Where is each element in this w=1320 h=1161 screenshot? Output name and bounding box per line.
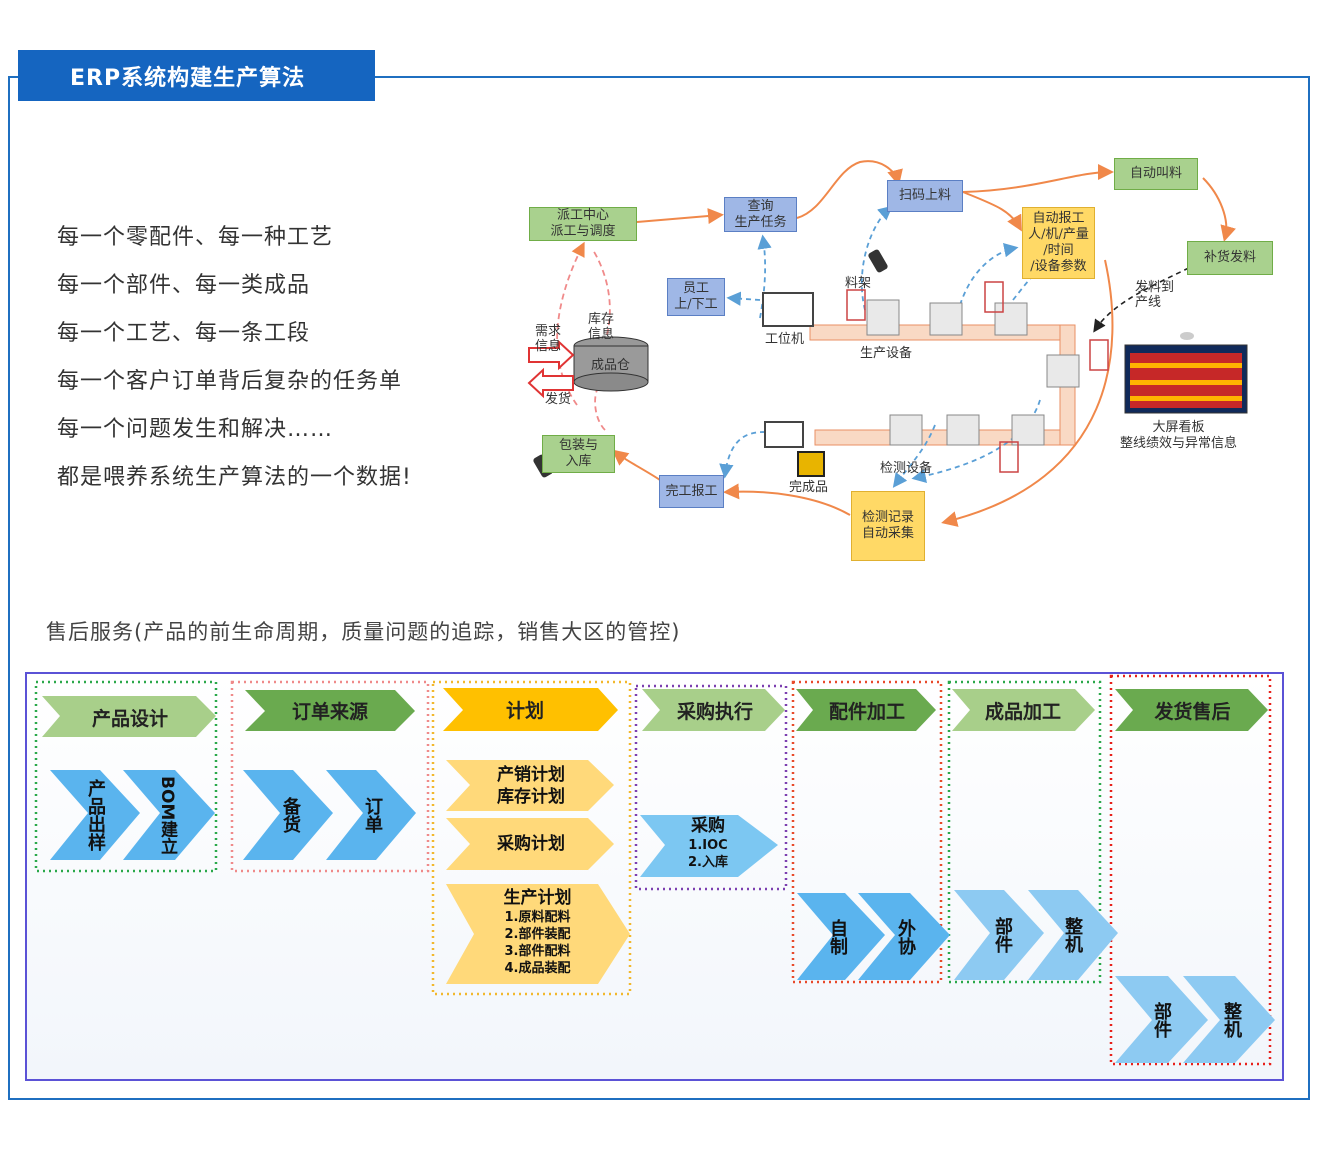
chevron-purchase: 采购 1.IOC 2.入库 [668,815,748,871]
bullet-item: 每一个工艺、每一条工段 [57,321,311,346]
production-plan-title: 生产计划 [503,888,572,908]
chevron-self-made: 自制 [827,919,848,955]
pack-store-box: 包装与 入库 [542,435,615,473]
feed-line-label: 发料到 产线 [1135,280,1175,310]
chevron-complete-machine: 整机 [1062,917,1083,953]
dispatch-center-box: 派工中心 派工与调度 [529,207,637,241]
chevron-component: 部件 [992,917,1013,953]
workstation-label: 工位机 [765,332,805,347]
section-subtitle: 售后服务(产品的前生命周期，质量问题的追踪，销售大区的管控) [46,620,681,644]
stage-header-purchase: 采购执行 [676,700,753,723]
bullet-item: 每一个部件、每一类成品 [57,273,311,298]
auto-report-box: 自动报工 人/机/产量 /时间 /设备参数 [1022,207,1095,279]
purchase-step: 2.入库 [688,855,728,870]
replenish-box: 补货发料 [1187,241,1273,275]
bullet-item: 每一个问题发生和解决…… [57,417,334,442]
auto-call-box: 自动叫料 [1114,158,1198,190]
chevron-stock: 备货 [280,797,301,833]
stock-info-label: 库存 信息 [588,312,615,342]
chevron-machine-delivery: 整机 [1221,1002,1242,1038]
bullet-list: 每一个零配件、每一种工艺 每一个部件、每一类成品 每一个工艺、每一条工段 每一个… [57,214,412,502]
scan-feed-box: 扫码上料 [887,180,963,212]
chevron-production-plan: 生产计划 1.原料配料 2.部件装配 3.部件配料 4.成品装配 [470,887,605,977]
bullet-item: 每一个零配件、每一种工艺 [57,225,334,250]
dashboard-label: 大屏看板 整线绩效与异常信息 [1120,420,1238,451]
bullet-item: 每一个客户订单背后复杂的任务单 [57,369,403,394]
demand-info-label: 需求 信息 [535,324,562,354]
chevron-bom: BOM建立 [157,775,177,855]
page-title: ERP系统构建生产算法 [18,50,375,101]
production-plan-step: 4.成品装配 [504,961,571,976]
prod-equipment-label: 生产设备 [860,346,913,361]
inspect-equipment-label: 检测设备 [880,461,933,476]
finish-report-box: 完工报工 [659,475,724,508]
chevron-order: 订单 [362,797,383,833]
flow-chart [25,672,1284,1081]
production-plan-step: 2.部件装配 [504,927,571,942]
stage-header-design: 产品设计 [91,707,168,730]
bullet-item: 都是喂养系统生产算法的一个数据! [57,465,412,490]
warehouse-label: 成品仓 [591,358,631,373]
stage-header-plan: 计划 [505,700,544,722]
query-task-box: 查询 生产任务 [724,197,797,232]
purchase-title: 采购 [691,816,725,836]
purchase-step: 1.IOC [688,838,728,853]
ship-label: 发货 [545,392,572,407]
content-frame [8,76,1310,1100]
production-plan-step: 1.原料配料 [504,910,571,925]
production-diagram: 派工中心 派工与调度 查询 生产任务 扫码上料 自动叫料 自动报工 人/机/产量… [515,150,1275,565]
chevron-component-delivery: 部件 [1151,1002,1172,1038]
rack-label: 料架 [845,276,872,291]
stage-header-parts: 配件加工 [828,700,905,723]
chevron-sample: 产品出样 [85,779,106,851]
chevron-purchase-plan: 采购计划 [497,834,565,854]
chevron-sales-stock-plan: 产销计划 库存计划 [497,765,565,807]
finished-goods-label: 完成品 [789,480,829,495]
stage-header-delivery: 发货售后 [1154,700,1231,723]
inspect-record-box: 检测记录 自动采集 [851,491,925,561]
production-plan-step: 3.部件配料 [504,944,571,959]
staff-shift-box: 员工 上/下工 [667,278,725,316]
stage-header-product: 成品加工 [984,700,1061,723]
stage-header-order: 订单来源 [291,701,368,723]
chevron-outsource: 外协 [895,919,916,955]
